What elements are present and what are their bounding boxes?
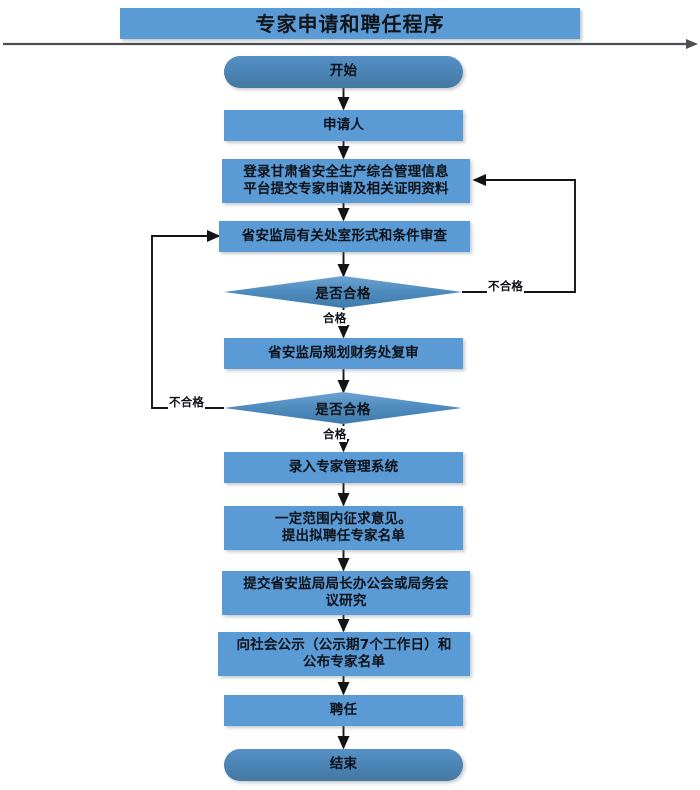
node-enter-expert-system[interactable]: 录入专家管理系统 <box>224 452 463 483</box>
node-enter-expert-system-label: 录入专家管理系统 <box>288 458 399 475</box>
node-decision-qualified-2-label: 是否合格 <box>315 402 371 418</box>
node-end[interactable]: 结束 <box>224 749 463 781</box>
node-solicit-opinions-label: 一定范围内征求意见。 提出拟聘任专家名单 <box>275 510 412 544</box>
node-start[interactable]: 开始 <box>224 56 463 88</box>
node-applicant[interactable]: 申请人 <box>224 110 463 141</box>
page-title: 专家申请和聘任程序 <box>255 11 445 36</box>
node-decision-qualified-1-label: 是否合格 <box>315 286 371 302</box>
node-end-label: 结束 <box>329 756 358 773</box>
node-form-condition-review[interactable]: 省安监局有关处室形式和条件审查 <box>219 221 470 252</box>
node-public-announcement-label: 向社会公示（公示期7个工作日）和 公布专家名单 <box>236 636 452 670</box>
node-submit-meeting[interactable]: 提交省安监局局长办公会或局务会 议研究 <box>222 571 470 615</box>
node-decision-qualified-1[interactable]: 是否合格 <box>224 276 462 308</box>
node-public-announcement[interactable]: 向社会公示（公示期7个工作日）和 公布专家名单 <box>218 632 470 676</box>
node-appointment-label: 聘任 <box>329 701 358 718</box>
edge-label-not-qualified-2: 不合格 <box>168 394 206 410</box>
node-form-condition-review-label: 省安监局有关处室形式和条件审查 <box>241 227 448 244</box>
node-finance-rereview-label: 省安监局规划财务处复审 <box>268 344 419 361</box>
edge-label-not-qualified-1: 不合格 <box>487 278 525 294</box>
edge-label-qualified-2: 合格 <box>322 426 348 442</box>
node-decision-qualified-2[interactable]: 是否合格 <box>224 392 462 424</box>
chart-title-banner: 专家申请和聘任程序 <box>120 8 580 39</box>
node-solicit-opinions[interactable]: 一定范围内征求意见。 提出拟聘任专家名单 <box>224 506 463 550</box>
divider-arrow-icon <box>3 39 698 49</box>
node-start-label: 开始 <box>329 63 358 80</box>
node-submit-application[interactable]: 登录甘肃省安全生产综合管理信息 平台提交专家申请及相关证明资料 <box>222 159 470 203</box>
node-submit-application-label: 登录甘肃省安全生产综合管理信息 平台提交专家申请及相关证明资料 <box>243 163 449 197</box>
node-applicant-label: 申请人 <box>322 116 365 133</box>
node-finance-rereview[interactable]: 省安监局规划财务处复审 <box>224 338 463 369</box>
edge-label-qualified-1: 合格 <box>322 310 348 326</box>
node-appointment[interactable]: 聘任 <box>224 695 463 726</box>
node-submit-meeting-label: 提交省安监局局长办公会或局务会 议研究 <box>243 575 449 609</box>
